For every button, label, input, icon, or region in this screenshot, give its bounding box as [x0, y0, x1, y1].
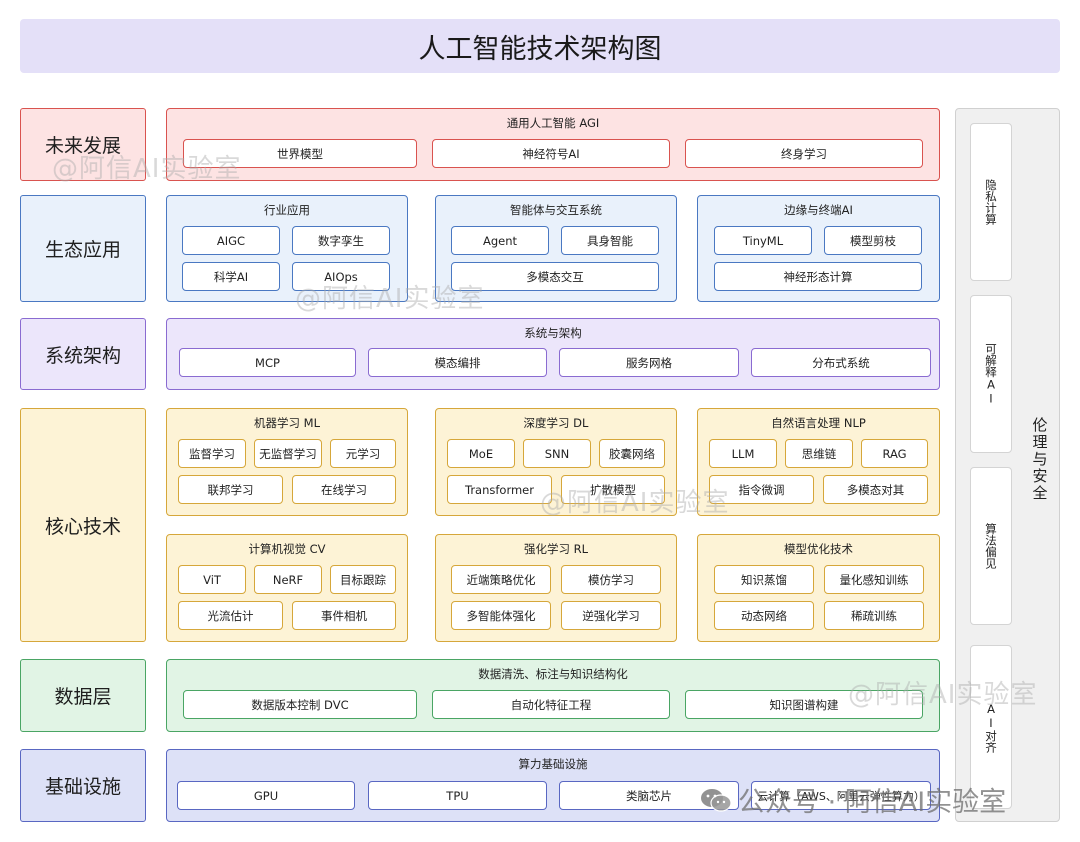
item-vit: ViT — [178, 565, 246, 594]
side-title: 伦理与安全 — [1030, 416, 1049, 502]
item-diffusion: 扩散模型 — [561, 475, 665, 504]
item-instruction-tuning: 指令微调 — [709, 475, 814, 504]
item-nerf: NeRF — [254, 565, 322, 594]
group-title: 机器学习 ML — [254, 416, 320, 430]
panel-data: 数据清洗、标注与知识结构化 数据版本控制 DVC 自动化特征工程 知识图谱构建 — [166, 659, 940, 732]
group-title: 模型优化技术 — [784, 542, 853, 556]
item-distributed: 分布式系统 — [751, 348, 931, 377]
side-item-alignment: AI对齐 — [970, 645, 1012, 809]
item-sparse-training: 稀疏训练 — [824, 601, 924, 630]
group-title: 自然语言处理 NLP — [771, 416, 866, 430]
item-qat: 量化感知训练 — [824, 565, 924, 594]
item-transformer: Transformer — [447, 475, 552, 504]
item-multimodal-alignment: 多模态对其 — [823, 475, 928, 504]
footer-watermark-text: 公众号 · 阿信AI实验室 — [738, 787, 1007, 818]
item-supervised: 监督学习 — [178, 439, 246, 468]
diagram-title: 人工智能技术架构图 — [20, 19, 1060, 73]
item-cloud-computing: 云计算（AWS、阿里云弹性算力） — [751, 781, 931, 810]
item-world-model: 世界模型 — [183, 139, 417, 168]
item-science-ai: 科学AI — [182, 262, 280, 291]
item-agent: Agent — [451, 226, 549, 255]
side-item-privacy: 隐私计算 — [970, 123, 1012, 281]
item-capsule: 胶囊网络 — [599, 439, 665, 468]
watermark: @阿信AI实验室 — [848, 680, 1038, 710]
item-moe: MoE — [447, 439, 515, 468]
row-label-data: 数据层 — [20, 659, 146, 732]
item-aigc: AIGC — [182, 226, 280, 255]
row-label-eco: 生态应用 — [20, 195, 146, 302]
item-tpu: TPU — [368, 781, 547, 810]
item-embodied: 具身智能 — [561, 226, 659, 255]
item-modal-orchestration: 模态编排 — [368, 348, 547, 377]
item-auto-feature: 自动化特征工程 — [432, 690, 670, 719]
item-service-mesh: 服务网格 — [559, 348, 739, 377]
wechat-icon — [700, 787, 732, 813]
item-unsupervised: 无监督学习 — [254, 439, 322, 468]
item-mcp: MCP — [179, 348, 356, 377]
panel-sys: 系统与架构 MCP 模态编排 服务网格 分布式系统 — [166, 318, 940, 390]
group-nlp: 自然语言处理 NLP LLM 思维链 RAG 指令微调 多模态对其 — [697, 408, 940, 516]
group-title: 边缘与终端AI — [784, 203, 853, 217]
item-dvc: 数据版本控制 DVC — [183, 690, 417, 719]
item-gpu: GPU — [177, 781, 355, 810]
item-dynamic-network: 动态网络 — [714, 601, 814, 630]
item-neuro-symbolic: 神经符号AI — [432, 139, 670, 168]
watermark: @阿信AI实验室 — [295, 284, 485, 314]
row-label-core: 核心技术 — [20, 408, 146, 642]
group-rl: 强化学习 RL 近端策略优化 模仿学习 多智能体强化 逆强化学习 — [435, 534, 677, 642]
item-digital-twin: 数字孪生 — [292, 226, 390, 255]
row-label-infra: 基础设施 — [20, 749, 146, 822]
item-neuromorphic: 神经形态计算 — [714, 262, 922, 291]
group-title: 强化学习 RL — [523, 542, 589, 556]
item-chain-of-thought: 思维链 — [785, 439, 853, 468]
group-agent: 智能体与交互系统 Agent 具身智能 多模态交互 — [435, 195, 677, 302]
item-online-learning: 在线学习 — [292, 475, 396, 504]
item-federated: 联邦学习 — [178, 475, 283, 504]
item-multimodal-interaction: 多模态交互 — [451, 262, 659, 291]
item-snn: SNN — [523, 439, 591, 468]
item-pruning: 模型剪枝 — [824, 226, 922, 255]
item-optical-flow: 光流估计 — [178, 601, 283, 630]
footer-watermark: 公众号 · 阿信AI实验室 — [700, 780, 1006, 819]
group-title: 深度学习 DL — [523, 416, 589, 430]
group-ml: 机器学习 ML 监督学习 无监督学习 元学习 联邦学习 在线学习 — [166, 408, 408, 516]
group-optimization: 模型优化技术 知识蒸馏 量化感知训练 动态网络 稀疏训练 — [697, 534, 940, 642]
watermark: @阿信AI实验室 — [540, 488, 730, 518]
group-title: 智能体与交互系统 — [510, 203, 602, 217]
group-industry: 行业应用 AIGC 数字孪生 科学AI AIOps — [166, 195, 408, 302]
group-title: 行业应用 — [264, 203, 310, 217]
group-cv: 计算机视觉 CV ViT NeRF 目标跟踪 光流估计 事件相机 — [166, 534, 408, 642]
group-title: 计算机视觉 CV — [248, 542, 326, 556]
row-label-future: 未来发展 — [20, 108, 146, 181]
item-object-tracking: 目标跟踪 — [330, 565, 396, 594]
side-item-explainable: 可解释AI — [970, 295, 1012, 453]
side-item-bias: 算法偏见 — [970, 467, 1012, 625]
group-edge: 边缘与终端AI TinyML 模型剪枝 神经形态计算 — [697, 195, 940, 302]
item-event-camera: 事件相机 — [292, 601, 396, 630]
item-multi-agent-rl: 多智能体强化 — [451, 601, 551, 630]
item-inverse-rl: 逆强化学习 — [561, 601, 661, 630]
panel-title-data: 数据清洗、标注与知识结构化 — [478, 667, 628, 681]
item-imitation: 模仿学习 — [561, 565, 661, 594]
item-rag: RAG — [861, 439, 928, 468]
item-knowledge-graph: 知识图谱构建 — [685, 690, 923, 719]
panel-infra: 算力基础设施 GPU TPU 类脑芯片 云计算（AWS、阿里云弹性算力） — [166, 749, 940, 822]
panel-title-sys: 系统与架构 — [524, 326, 582, 340]
panel-title-infra: 算力基础设施 — [518, 757, 588, 771]
item-aiops: AIOps — [292, 262, 390, 291]
item-ppo: 近端策略优化 — [451, 565, 551, 594]
item-distillation: 知识蒸馏 — [714, 565, 814, 594]
side-ethics-panel: 隐私计算 可解释AI 算法偏见 AI对齐 伦理与安全 — [955, 108, 1060, 822]
panel-future: 通用人工智能 AGI 世界模型 神经符号AI 终身学习 — [166, 108, 940, 181]
item-llm: LLM — [709, 439, 777, 468]
panel-title-future: 通用人工智能 AGI — [506, 116, 600, 130]
item-lifelong-learning: 终身学习 — [685, 139, 923, 168]
item-tinyml: TinyML — [714, 226, 812, 255]
watermark: @阿信AI实验室 — [52, 154, 242, 184]
item-meta-learning: 元学习 — [330, 439, 396, 468]
group-dl: 深度学习 DL MoE SNN 胶囊网络 Transformer 扩散模型 — [435, 408, 677, 516]
row-label-sys: 系统架构 — [20, 318, 146, 390]
